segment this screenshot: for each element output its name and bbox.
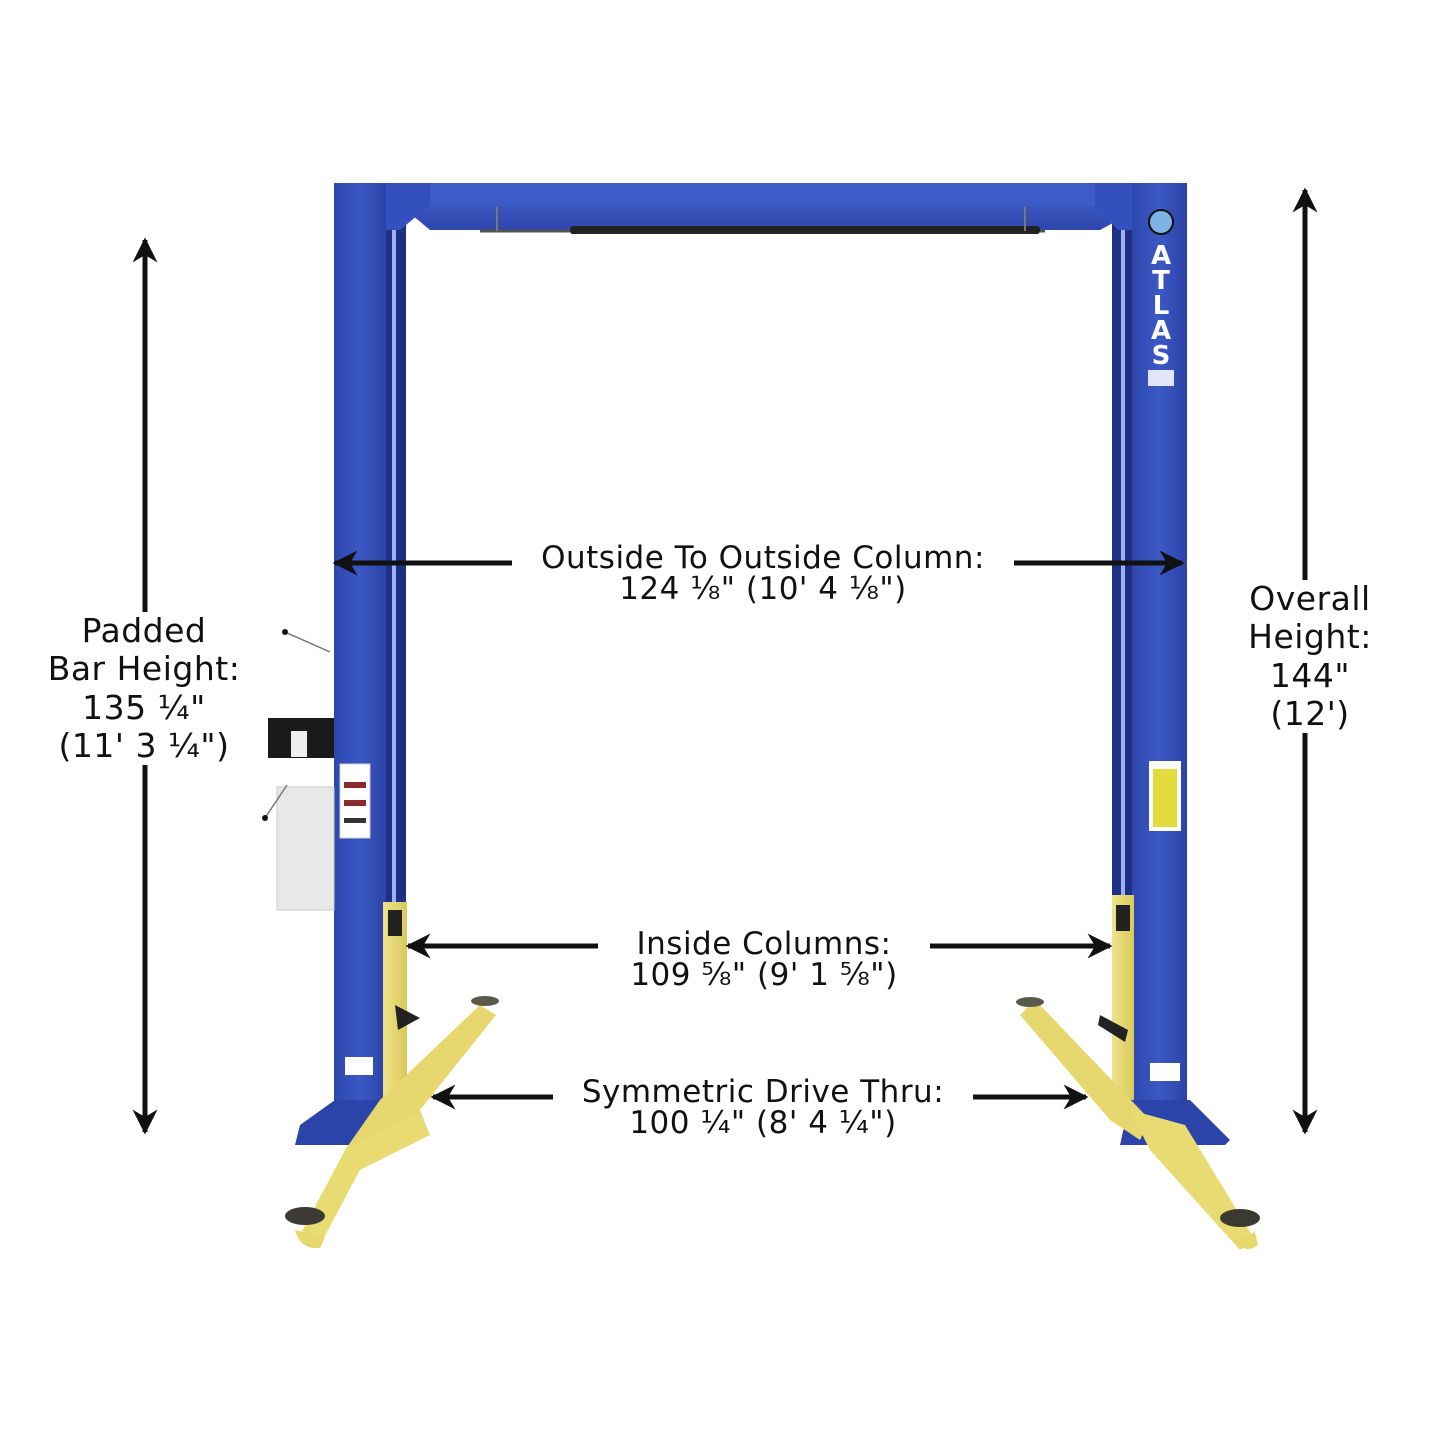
overhead-beam [360,183,1150,234]
hydraulic-power-unit [262,629,335,911]
right-arm-assembly [1016,895,1260,1250]
inside-columns-label: Inside Columns: 109 ⅝" (9' 1 ⅝") [598,929,930,991]
base-decal [345,1057,373,1075]
atlas-logo-icon [1148,209,1174,235]
overall-height-label: Overall Height: 144" (12') [1236,579,1384,734]
left-arm-assembly [285,902,499,1249]
brand-vertical-text: A T L A S [1150,241,1172,371]
padded-bar-height-label: Padded Bar Height: 135 ¼" (11' 3 ¼") [40,611,248,766]
left-column [295,183,430,1145]
outside-to-outside-label: Outside To Outside Column: 124 ⅛" (10' 4… [512,543,1014,605]
drive-thru-label: Symmetric Drive Thru: 100 ¼" (8' 4 ¼") [553,1077,973,1139]
